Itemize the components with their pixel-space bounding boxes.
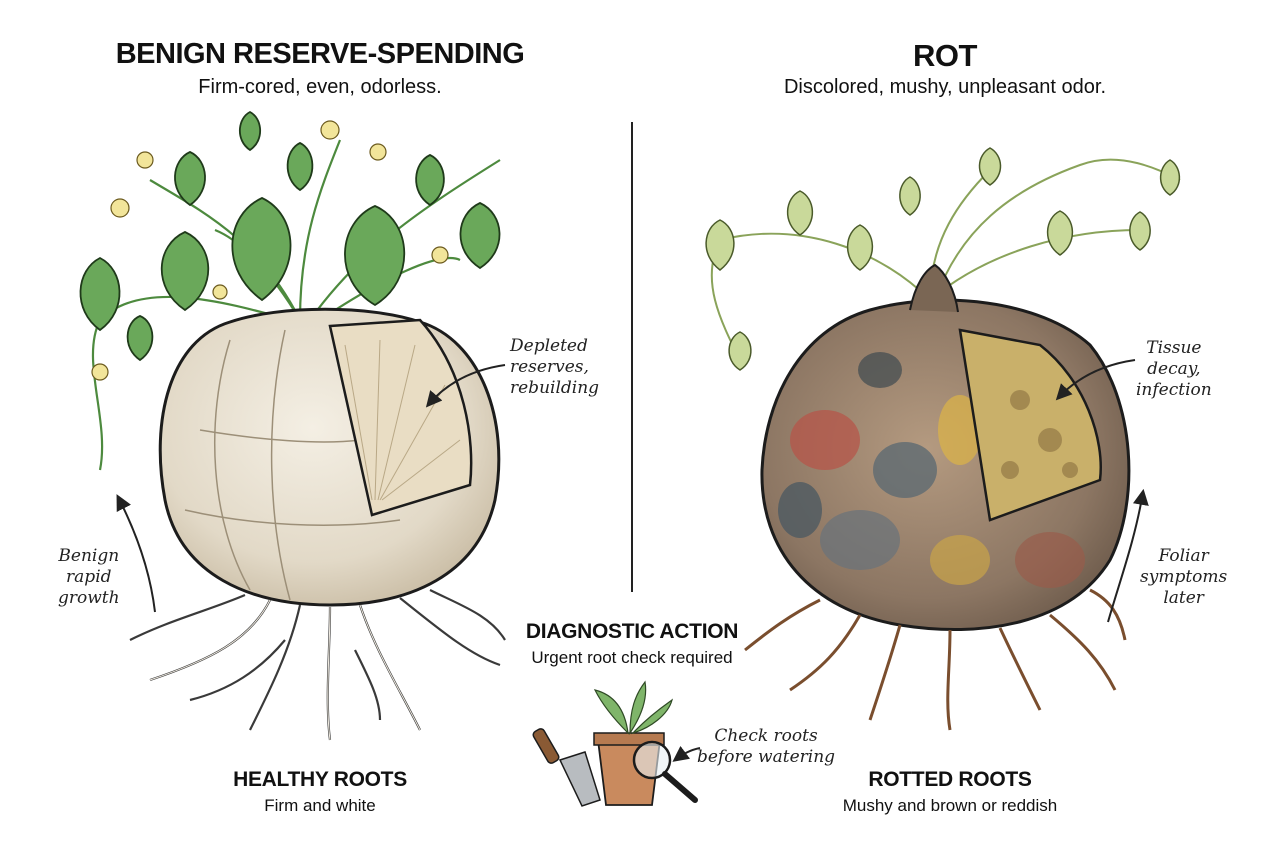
healthy-title: BENIGN RESERVE-SPENDING xyxy=(115,38,525,70)
rot-callout-arrow xyxy=(1055,359,1136,401)
check-callout-arrow xyxy=(672,745,701,762)
rot-roots xyxy=(744,588,1127,731)
rotting-caudex-illustration xyxy=(705,147,1181,731)
rot-blotches xyxy=(778,352,1085,588)
healthy-callout-arrow xyxy=(425,364,506,408)
rot-callout-line: decay, xyxy=(1147,359,1201,379)
rot-side-line: symptoms xyxy=(1140,567,1228,587)
diagnostic-title: DIAGNOSTIC ACTION xyxy=(525,620,739,643)
rotted-roots-subtitle: Mushy and brown or reddish xyxy=(842,796,1058,815)
healthy-callout-line: reserves, xyxy=(510,357,589,377)
rot-symptoms-arrow xyxy=(1107,488,1149,623)
rot-callout-line: infection xyxy=(1136,380,1212,400)
rot-side-line: later xyxy=(1163,588,1204,608)
check-roots-note: Check roots before watering xyxy=(697,726,835,768)
rot-leaves xyxy=(705,147,1181,371)
rot-subtitle: Discolored, mushy, unpleasant odor. xyxy=(783,76,1107,98)
healthy-subtitle: Firm-cored, even, odorless. xyxy=(198,76,442,98)
diagnostic-subtitle: Urgent root check required xyxy=(531,648,733,667)
healthy-roots-title: HEALTHY ROOTS xyxy=(233,768,407,791)
healthy-callout-note: Depleted reserves, rebuilding xyxy=(510,336,599,399)
healthy-roots-subtitle: Firm and white xyxy=(264,796,376,815)
rotted-roots-title: ROTTED ROOTS xyxy=(868,768,1032,791)
rot-side-note: Foliar symptoms later xyxy=(1140,546,1227,609)
potted-plant-icon xyxy=(593,680,674,806)
healthy-callout-line: Depleted xyxy=(510,336,588,356)
rot-cut-decay xyxy=(1001,390,1078,479)
rot-callout-note: Tissue decay, infection xyxy=(1136,338,1212,401)
healthy-caudex-illustration xyxy=(79,110,506,741)
healthy-flowers xyxy=(91,120,449,381)
healthy-leaves xyxy=(79,110,501,362)
rot-vines xyxy=(710,158,1181,361)
healthy-roots-fill xyxy=(149,599,421,741)
healthy-roots xyxy=(129,589,506,741)
healthy-cut-lines xyxy=(344,339,461,501)
healthy-cut-wedge xyxy=(328,318,473,517)
check-roots-line: before watering xyxy=(697,747,836,767)
healthy-callout-line: rebuilding xyxy=(510,378,600,398)
healthy-tuber-ridges xyxy=(184,329,401,601)
healthy-growth-arrow xyxy=(116,494,156,613)
rot-title: ROT xyxy=(913,38,977,73)
rot-side-line: Foliar xyxy=(1158,546,1209,566)
rot-crown xyxy=(909,263,959,313)
healthy-side-line: rapid xyxy=(66,567,112,587)
magnifier-icon xyxy=(632,740,698,803)
healthy-side-line: growth xyxy=(58,588,120,608)
check-roots-line: Check roots xyxy=(714,726,818,746)
healthy-side-line: Benign xyxy=(58,546,120,566)
rot-callout-line: Tissue xyxy=(1146,338,1202,358)
healthy-side-note: Benign rapid growth xyxy=(58,546,120,609)
trowel-icon xyxy=(532,728,601,807)
